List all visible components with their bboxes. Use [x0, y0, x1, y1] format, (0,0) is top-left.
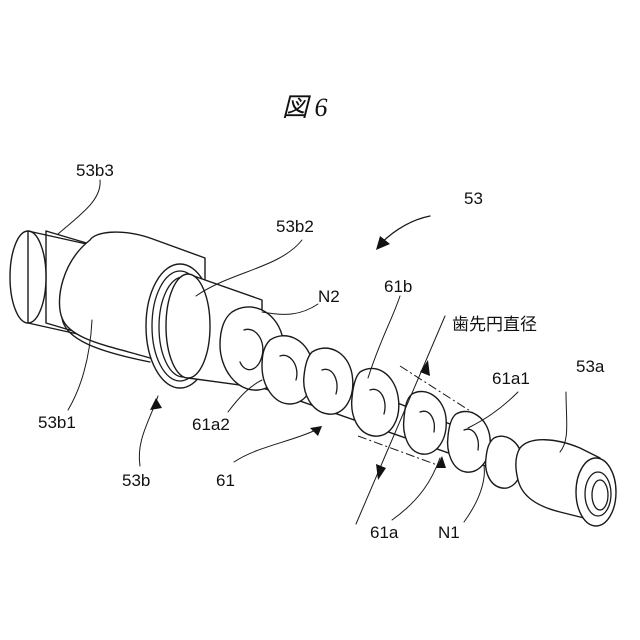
label-61a1: 61a1	[492, 369, 530, 388]
label-53b: 53b	[122, 471, 150, 490]
label-N2: N2	[318, 287, 340, 306]
arrowhead-53b	[150, 398, 162, 410]
label-53b2: 53b2	[276, 217, 314, 236]
label-53a: 53a	[576, 357, 605, 376]
label-53: 53	[464, 189, 483, 208]
label-53b3: 53b3	[76, 161, 114, 180]
worm-thread	[220, 307, 522, 488]
label-tip-diameter: 歯先円直径	[452, 315, 537, 334]
label-53b1: 53b1	[38, 413, 76, 432]
shaft-end-53a	[516, 440, 616, 526]
label-61a: 61a	[370, 523, 399, 542]
figure-title: 図 6	[282, 93, 328, 122]
arrowhead-61a	[436, 456, 446, 468]
label-61: 61	[216, 471, 235, 490]
label-61b: 61b	[384, 277, 412, 296]
label-N1: N1	[438, 523, 460, 542]
label-61a2: 61a2	[192, 415, 230, 434]
arrowhead-61	[310, 426, 322, 436]
arrowhead-53	[376, 236, 390, 250]
